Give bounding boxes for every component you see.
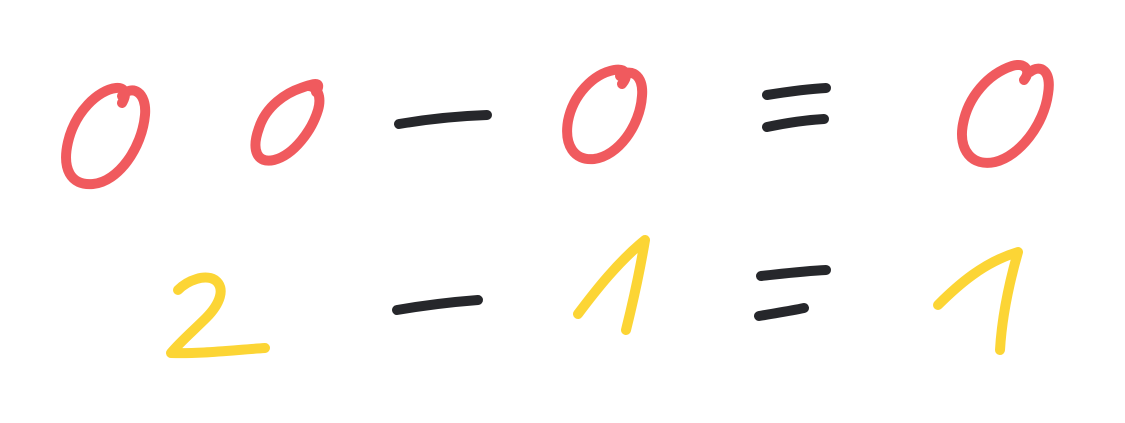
equals-sign-1-bottom <box>762 114 829 132</box>
digit-zero-3 <box>562 64 648 165</box>
digit-one-1 <box>573 235 650 335</box>
digit-zero-1 <box>61 82 151 190</box>
equation-row-1 <box>61 60 1054 190</box>
minus-sign-2 <box>392 295 483 315</box>
digit-zero-4 <box>957 60 1054 168</box>
digit-zero-2 <box>250 79 325 166</box>
minus-sign-1 <box>394 110 492 129</box>
equals-sign-2-top <box>756 265 831 281</box>
equals-sign-2-bottom <box>754 303 809 321</box>
digit-one-2 <box>933 247 1023 355</box>
equals-sign-1-top <box>762 83 831 100</box>
digit-two <box>166 272 270 359</box>
equation-row-2 <box>166 235 1023 359</box>
